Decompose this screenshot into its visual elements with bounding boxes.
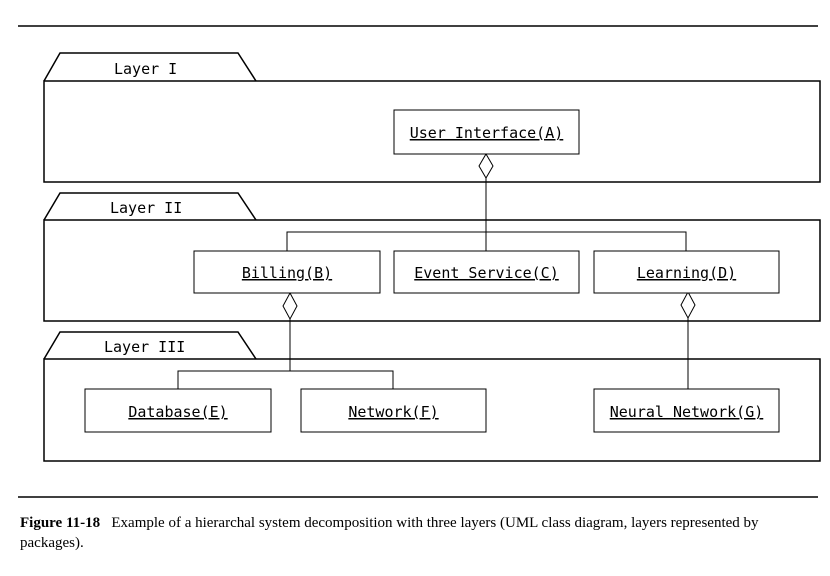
class-event-service-label: Event Service(C) xyxy=(414,264,559,282)
package-layer-2-body xyxy=(43,219,821,322)
class-billing-label: Billing(B) xyxy=(242,264,332,282)
aggregation-d xyxy=(680,290,696,389)
class-network-box xyxy=(300,388,487,433)
class-database: Database(E) xyxy=(84,388,272,433)
class-event-service-box xyxy=(393,250,580,294)
package-layer-3-body xyxy=(43,358,821,462)
package-layer-3: Layer III xyxy=(43,331,821,462)
class-learning: Learning(D) xyxy=(593,250,780,294)
aggregation-b-branch xyxy=(177,370,394,389)
class-database-box xyxy=(84,388,272,433)
class-neural-network: Neural Network(G) xyxy=(593,388,780,433)
class-event-service: Event Service(C) xyxy=(393,250,580,294)
figure-caption: Figure 11-18 Example of a hierarchal sys… xyxy=(20,513,820,553)
class-neural-network-label: Neural Network(G) xyxy=(610,403,764,421)
class-network: Network(F) xyxy=(300,388,487,433)
class-network-label: Network(F) xyxy=(348,403,438,421)
package-layer-1: Layer I xyxy=(43,52,821,183)
package-layer-3-label: Layer III xyxy=(104,338,185,356)
aggregation-d-diamond xyxy=(680,290,696,320)
package-layer-2-label: Layer II xyxy=(110,199,182,217)
class-user-interface-label: User Interface(A) xyxy=(410,124,564,142)
aggregation-b-diamond xyxy=(282,291,298,321)
figure-number: Figure 11-18 xyxy=(20,515,101,531)
class-neural-network-box xyxy=(593,388,780,433)
aggregation-a-diamond xyxy=(478,153,494,179)
class-billing-box xyxy=(193,250,381,294)
package-layer-2-tab xyxy=(43,192,257,221)
class-learning-label: Learning(D) xyxy=(637,264,736,282)
aggregation-a xyxy=(286,153,687,251)
aggregation-b xyxy=(177,291,394,389)
package-layer-1-tab xyxy=(43,52,257,82)
class-user-interface: User Interface(A) xyxy=(393,109,580,155)
package-layer-1-label: Layer I xyxy=(114,60,177,78)
class-learning-box xyxy=(593,250,780,294)
package-layer-3-tab xyxy=(43,331,257,360)
package-layer-1-body xyxy=(43,80,821,183)
figure-caption-text: Example of a hierarchal system decomposi… xyxy=(20,515,759,551)
class-billing: Billing(B) xyxy=(193,250,381,294)
package-layer-2: Layer II xyxy=(43,192,821,322)
class-user-interface-box xyxy=(393,109,580,155)
class-database-label: Database(E) xyxy=(128,403,227,421)
aggregation-a-branch xyxy=(286,231,687,251)
